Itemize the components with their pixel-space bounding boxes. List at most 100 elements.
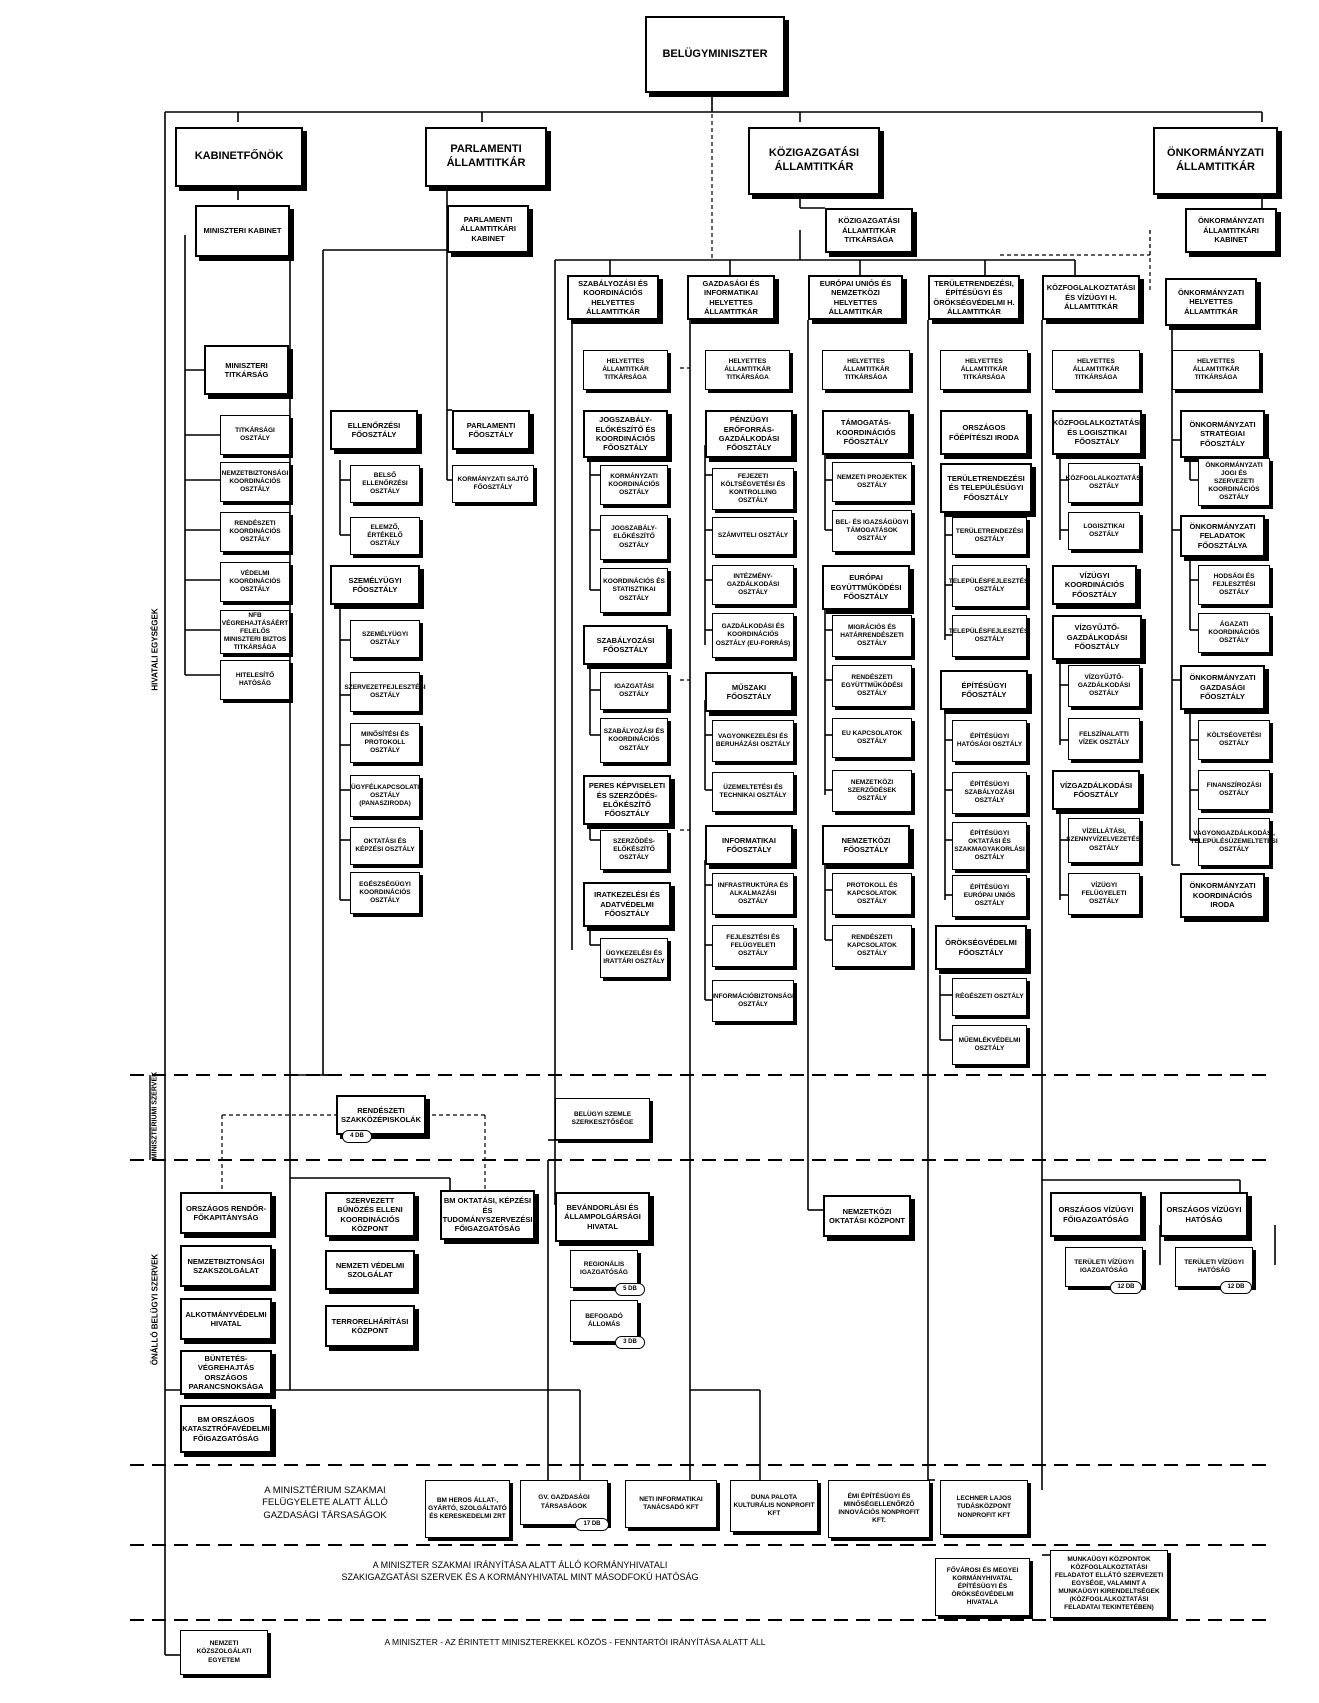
unit-belso-ell[interactable]: BELSŐ ELLENŐRZÉSI OSZTÁLY bbox=[350, 465, 420, 503]
unit-szervezetfejl[interactable]: SZERVEZETFEJLESZTÉSI OSZTÁLY bbox=[344, 672, 426, 712]
unit-hitelesito[interactable]: HITELESÍTŐ HATÓSÁG bbox=[220, 660, 290, 700]
unit-c1-irat[interactable]: IRATKEZELÉSI ÉS ADATVÉDELMI FŐOSZTÁLY bbox=[583, 882, 671, 927]
unit-c2-informacio[interactable]: INFORMÁCIÓBIZTONSÁGI OSZTÁLY bbox=[712, 980, 794, 1022]
unit-parl-fo[interactable]: PARLAMENTI FŐOSZTÁLY bbox=[452, 410, 530, 450]
unit-c1-koord-stat[interactable]: KOORDINÁCIÓS ÉS STATISZTIKAI OSZTÁLY bbox=[600, 568, 668, 613]
unit-c2-fejezeti[interactable]: FEJEZETI KÖLTSÉGVETÉSI ÉS KONTROLLING OS… bbox=[712, 468, 794, 510]
unit-rendeszeti-szk[interactable]: RENDÉSZETI SZAKKÖZÉPISKOLÁK bbox=[336, 1095, 426, 1135]
unit-c1-kormanyzati[interactable]: KORMÁNYZATI KOORDINÁCIÓS OSZTÁLY bbox=[600, 465, 668, 505]
unit-c3-tamogatas[interactable]: TÁMOGATÁS-KOORDINÁCIÓS FŐOSZTÁLY bbox=[822, 410, 910, 455]
unit-c5-vizellatasi[interactable]: VÍZELLÁTÁSI, SZENNYVÍZELVEZETÉSI OSZTÁLY bbox=[1066, 818, 1142, 863]
unit-c4-muemlek[interactable]: MŰEMLÉKVÉDELMI OSZTÁLY bbox=[952, 1025, 1027, 1065]
unit-c5-felszin[interactable]: FELSZÍNALATTI VÍZEK OSZTÁLY bbox=[1068, 718, 1140, 760]
unit-oktatasi[interactable]: OKTATÁSI ÉS KÉPZÉSI OSZTÁLY bbox=[350, 827, 420, 865]
unit-c4-regeszeti[interactable]: RÉGÉSZETI OSZTÁLY bbox=[952, 978, 1027, 1016]
unit-katasztrofa[interactable]: BM ORSZÁGOS KATASZTRÓFAVÉDELMI FŐIGAZGAT… bbox=[180, 1405, 272, 1453]
unit-bm-oktatasi[interactable]: BM OKTATÁSI, KÉPZÉSI ÉS TUDOMÁNYSZERVEZÉ… bbox=[440, 1190, 535, 1240]
unit-c6-helyettes[interactable]: HELYETTES ÁLLAMTITKÁR TITKÁRSÁGA bbox=[1172, 350, 1260, 390]
unit-vedelmi-koord[interactable]: VÉDELMI KOORDINÁCIÓS OSZTÁLY bbox=[220, 562, 290, 602]
unit-nfb[interactable]: NFB VÉGREHAJTÁSÁÉRT FELELŐS MINISZTERI B… bbox=[220, 610, 290, 654]
unit-c5-vizgazdalkodasi[interactable]: VÍZGAZDÁLKODÁSI FŐOSZTÁLY bbox=[1052, 770, 1140, 810]
unit-nemzetkozi-oktatasi[interactable]: NEMZETKÖZI OKTATÁSI KÖZPONT bbox=[823, 1195, 911, 1237]
unit-c2-szamviteli[interactable]: SZÁMVITELI OSZTÁLY bbox=[712, 517, 794, 555]
unit-terrorelharitasi[interactable]: TERRORELHÁRÍTÁSI KÖZPONT bbox=[325, 1305, 415, 1347]
unit-c6-feladatok[interactable]: ÖNKORMÁNYZATI FELADATOK FŐOSZTÁLYA bbox=[1180, 515, 1265, 557]
unit-nemzetbiz-koord[interactable]: NEMZETBIZTONSÁGI KOORDINÁCIÓS OSZTÁLY bbox=[220, 462, 290, 502]
unit-c5-kozfogl[interactable]: KÖZFOGLALKOZTATÁSI ÉS LOGISZTIKAI FŐOSZT… bbox=[1052, 410, 1142, 455]
unit-szemelyugyi-fo[interactable]: SZEMÉLYÜGYI FŐOSZTÁLY bbox=[330, 565, 420, 605]
unit-c3-nemzeti-proj[interactable]: NEMZETI PROJEKTEK OSZTÁLY bbox=[832, 462, 912, 502]
unit-c2-muszaki[interactable]: MŰSZAKI FŐOSZTÁLY bbox=[705, 672, 793, 712]
unit-teruleti-vizugyi[interactable]: TERÜLETI VÍZÜGYI IGAZGATÓSÁG bbox=[1065, 1247, 1143, 1287]
unit-c2-penzugyi[interactable]: PÉNZÜGYI ERŐFORRÁS-GAZDÁLKODÁSI FŐOSZTÁL… bbox=[705, 410, 793, 458]
unit-emi[interactable]: ÉMI ÉPÍTÉSÜGYI ÉS MINŐSÉGELLENŐRZŐ INNOV… bbox=[828, 1480, 930, 1538]
unit-c1-szerzodes[interactable]: SZERZŐDÉS-ELŐKÉSZÍTŐ OSZTÁLY bbox=[600, 830, 668, 870]
unit-befogado[interactable]: BEFOGADÓ ÁLLOMÁS bbox=[570, 1300, 638, 1342]
unit-c2-gazdalkodas[interactable]: GAZDÁLKODÁSI ÉS KOORDINÁCIÓS OSZTÁLY (EU… bbox=[712, 613, 794, 658]
unit-c4-orokseg[interactable]: ÖRÖKSÉGVÉDELMI FŐOSZTÁLY bbox=[935, 925, 1027, 970]
unit-lechner[interactable]: LECHNER LAJOS TUDÁSKÖZPONT NONPROFIT KFT bbox=[940, 1480, 1028, 1535]
unit-kormanyzati[interactable]: KORMÁNYZATI SAJTÓ FŐOSZTÁLY bbox=[452, 465, 534, 503]
unit-neti[interactable]: NETI INFORMATIKAI TANÁCSADÓ KFT bbox=[625, 1480, 717, 1528]
unit-c4-epitesugyi[interactable]: ÉPÍTÉSÜGYI FŐOSZTÁLY bbox=[940, 670, 1028, 710]
unit-c4-orszagos-fo[interactable]: ORSZÁGOS FŐÉPÍTÉSZI IRODA bbox=[940, 410, 1028, 455]
unit-fovarosi[interactable]: FŐVÁROSI ÉS MEGYEI KORMÁNYHIVATAL ÉPÍTÉS… bbox=[935, 1558, 1030, 1616]
unit-c4-telepulesi[interactable]: TELEPÜLÉSFEJLESZTÉSI OSZTÁLY bbox=[949, 615, 1030, 657]
unit-c1-peres[interactable]: PERES KÉPVISELETI ÉS SZERZŐDÉS-ELŐKÉSZÍT… bbox=[583, 775, 671, 825]
unit-szab-ht[interactable]: SZABÁLYOZÁSI ÉS KOORDINÁCIÓS HELYETTES Á… bbox=[567, 275, 659, 320]
unit-min-titk[interactable]: MINISZTERI TITKÁRSÁG bbox=[204, 345, 289, 395]
unit-c3-europai[interactable]: EURÓPAI EGYÜTTMŰKÖDÉSI FŐOSZTÁLY bbox=[822, 565, 910, 610]
unit-elemzo[interactable]: ELEMZŐ, ÉRTÉKELŐ OSZTÁLY bbox=[350, 517, 420, 555]
unit-c4-epitesugyi-szab[interactable]: ÉPÍTÉSÜGYI SZABÁLYOZÁSI OSZTÁLY bbox=[952, 772, 1027, 814]
unit-c5-vizugyi-koord[interactable]: VÍZÜGYI KOORDINÁCIÓS FŐOSZTÁLY bbox=[1052, 565, 1137, 605]
unit-egeszsegugyi[interactable]: EGÉSZSÉGÜGYI KOORDINÁCIÓS OSZTÁLY bbox=[350, 872, 420, 914]
unit-bm-heros[interactable]: BM HEROS ÁLLAT-, GYÁRTÓ, SZOLGÁLTATÓ ÉS … bbox=[425, 1480, 510, 1538]
unit-c4-teruletrend[interactable]: TERÜLETRENDEZÉSI OSZTÁLY bbox=[952, 517, 1027, 555]
unit-c1-jogszab[interactable]: JOGSZABÁLY-ELŐKÉSZÍTŐ ÉS KOORDINÁCIÓS FŐ… bbox=[583, 410, 668, 458]
unit-buntetes[interactable]: BÜNTETÉS-VÉGREHAJTÁS ORSZÁGOS PARANCSNOK… bbox=[180, 1350, 272, 1395]
unit-c6-strategiai[interactable]: ÖNKORMÁNYZATI STRATÉGIAI FŐOSZTÁLY bbox=[1180, 410, 1265, 458]
unit-c6-onk-jogi[interactable]: ÖNKORMÁNYZATI JOGI ÉS SZERVEZETI KOORDIN… bbox=[1198, 458, 1270, 506]
unit-kozig[interactable]: KÖZIGAZGATÁSI ÁLLAMTITKÁR bbox=[748, 127, 880, 195]
unit-kabinetfonok[interactable]: KABINETFŐNÖK bbox=[175, 127, 303, 187]
unit-c6-agazati[interactable]: ÁGAZATI KOORDINÁCIÓS OSZTÁLY bbox=[1198, 613, 1270, 653]
unit-c3-helyettes[interactable]: HELYETTES ÁLLAMTITKÁR TITKÁRSÁGA bbox=[822, 350, 910, 390]
unit-c2-vagyon[interactable]: VAGYONKEZELÉSI ÉS BERUHÁZÁSI OSZTÁLY bbox=[712, 720, 794, 762]
unit-belugyi-szemle[interactable]: BELÜGYI SZEMLE SZERKESZTŐSÉGE bbox=[555, 1098, 650, 1140]
unit-c1-helyettes[interactable]: HELYETTES ÁLLAMTITKÁR TITKÁRSÁGA bbox=[583, 350, 668, 390]
unit-onk-helyettes[interactable]: ÖNKORMÁNYZATI HELYETTES ÁLLAMTITKÁR bbox=[1165, 278, 1257, 326]
unit-kozig-titk[interactable]: KÖZIGAZGATÁSI ÁLLAMTITKÁR TITKÁRSÁGA bbox=[825, 208, 913, 253]
unit-c5-logisztikai[interactable]: LOGISZTIKAI OSZTÁLY bbox=[1068, 512, 1140, 550]
unit-c1-szab-koord[interactable]: SZABÁLYOZÁSI ÉS KOORDINÁCIÓS OSZTÁLY bbox=[600, 718, 668, 763]
unit-orszagos-vizugyi[interactable]: ORSZÁGOS VÍZÜGYI FŐIGAZGATÓSÁG bbox=[1050, 1192, 1142, 1237]
unit-eu-ht[interactable]: EURÓPAI UNIÓS ÉS NEMZETKÖZI HELYETTES ÁL… bbox=[808, 275, 903, 320]
unit-c2-helyettes[interactable]: HELYETTES ÁLLAMTITKÁR TITKÁRSÁGA bbox=[705, 350, 790, 390]
unit-c3-eu-kapcs[interactable]: EU KAPCSOLATOK OSZTÁLY bbox=[832, 718, 912, 758]
unit-regionalis[interactable]: REGIONÁLIS IGAZGATÓSÁG bbox=[570, 1250, 638, 1288]
unit-c1-ugykezelesi[interactable]: ÜGYKEZELÉSI ÉS IRATTÁRI OSZTÁLY bbox=[600, 938, 668, 978]
unit-onkorm[interactable]: ÖNKORMÁNYZATI ÁLLAMTITKÁR bbox=[1153, 127, 1278, 195]
unit-c2-infrastruktura[interactable]: INFRASTRUKTÚRA ÉS ALKALMAZÁSI OSZTÁLY bbox=[712, 873, 794, 915]
unit-c5-kozfogl-o[interactable]: KÖZFOGLALKOZTATÁSI OSZTÁLY bbox=[1066, 463, 1142, 503]
unit-gazdasagi-tars[interactable]: GV. GAZDASÁGI TÁRSASÁGOK bbox=[520, 1480, 608, 1525]
unit-onk-kabinet[interactable]: ÖNKORMÁNYZATI ÁLLAMTITKÁRI KABINET bbox=[1185, 208, 1277, 253]
unit-kapcsolattartasi[interactable]: ÜGYFÉLKAPCSOLATI OSZTÁLY (PANASZIRODA) bbox=[350, 775, 420, 817]
unit-c3-bel-igazsag[interactable]: BEL- ÉS IGAZSÁGÜGYI TÁMOGATÁSOK OSZTÁLY bbox=[832, 510, 912, 552]
unit-c4-telepules[interactable]: TELEPÜLÉSFEJLESZTÉSI OSZTÁLY bbox=[949, 565, 1030, 607]
unit-c5-vizugyi-fel[interactable]: VÍZÜGYI FELÜGYELETI OSZTÁLY bbox=[1068, 873, 1140, 915]
unit-titkarsagi[interactable]: TITKÁRSÁGI OSZTÁLY bbox=[220, 415, 290, 455]
unit-c3-migracios[interactable]: MIGRÁCIÓS ÉS HATÁRRENDÉSZETI OSZTÁLY bbox=[832, 615, 912, 657]
unit-gazd-ht[interactable]: GAZDASÁGI ÉS INFORMATIKAI HELYETTES ÁLLA… bbox=[687, 275, 775, 320]
unit-c5-vizgyujto[interactable]: VÍZGYŰJTŐ-GAZDÁLKODÁSI FŐOSZTÁLY bbox=[1052, 615, 1142, 660]
unit-nemzetbiz-szolg[interactable]: NEMZETBIZTONSÁGI SZAKSZOLGÁLAT bbox=[180, 1245, 272, 1287]
unit-nemzeti-kozszolg[interactable]: NEMZETI KÖZSZOLGÁLATI EGYETEM bbox=[180, 1630, 268, 1675]
unit-c2-informatikai[interactable]: INFORMATIKAI FŐOSZTÁLY bbox=[705, 825, 793, 865]
unit-parl-kabinet[interactable]: PARLAMENTI ÁLLAMTITKÁRI KABINET bbox=[447, 205, 529, 253]
unit-c5-vizgyujto-o[interactable]: VÍZGYŰJTŐ-GAZDÁLKODÁSI OSZTÁLY bbox=[1068, 665, 1140, 707]
unit-c3-nemzetkozi-fo[interactable]: NEMZETKÖZI FŐOSZTÁLY bbox=[822, 825, 910, 865]
unit-munkaugyi[interactable]: MUNKAÜGYI KÖZPONTOK KÖZFOGLALKOZTATÁSI F… bbox=[1050, 1550, 1168, 1618]
unit-orszagos-vizugyi-hat[interactable]: ORSZÁGOS VÍZÜGYI HATÓSÁG bbox=[1160, 1192, 1248, 1237]
unit-miniszter[interactable]: BELÜGYMINISZTER bbox=[645, 16, 785, 93]
unit-c4-epitesugyi-okt[interactable]: ÉPÍTÉSÜGYI OKTATÁSI ÉS SZAKMAGYAKORLÁSI … bbox=[952, 822, 1027, 870]
unit-orszagos-rendor[interactable]: ORSZÁGOS RENDŐR-FŐKAPITÁNYSÁG bbox=[180, 1192, 272, 1234]
